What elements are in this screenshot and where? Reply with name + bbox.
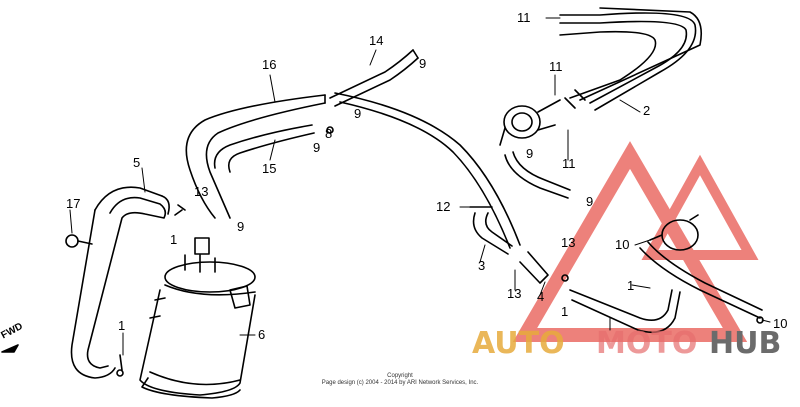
hose-4-icon: [519, 251, 549, 284]
watermark-moto: MOTO: [596, 326, 698, 361]
callout-8: 8: [325, 126, 333, 141]
callout-17: 17: [66, 196, 81, 211]
callout-5: 5: [133, 155, 141, 170]
clip-icon: [116, 126, 764, 377]
callout-2: 2: [643, 103, 651, 118]
watermark-hub: HUB: [709, 326, 782, 361]
callout-3: 3: [478, 258, 486, 273]
callout-12: 12: [436, 199, 451, 214]
callout-16: 16: [262, 57, 277, 72]
copyright-line: Page design (c) 2004 - 2014 by ARI Netwo…: [321, 380, 479, 386]
callout-9: 9: [586, 194, 594, 209]
hose-16-icon: [185, 94, 326, 219]
hose-14-icon: [329, 49, 419, 107]
fwd-arrow-icon: [1, 344, 19, 353]
watermark-logo-icon: [512, 141, 759, 342]
hose-15-icon: [213, 124, 315, 173]
hose-5-icon: [70, 186, 170, 379]
long-hose-icon: [334, 92, 521, 249]
callout-6: 6: [258, 327, 266, 342]
callout-1: 1: [118, 318, 126, 333]
leader-lines: [69, 17, 771, 356]
callout-10: 10: [615, 237, 630, 252]
callout-9: 9: [526, 146, 534, 161]
bolt-17-icon: [65, 234, 93, 248]
callout-9: 9: [419, 56, 427, 71]
callout-9: 9: [354, 106, 362, 121]
hose-2-icon: [559, 7, 703, 111]
copyright-line: Copyright: [387, 373, 413, 379]
callout-11: 11: [562, 156, 576, 171]
callout-1: 1: [170, 232, 178, 247]
hose-3-icon: [469, 206, 513, 255]
callout-9: 9: [237, 219, 245, 234]
callout-10: 10: [773, 316, 788, 331]
callout-13: 13: [194, 184, 209, 199]
callout-9: 9: [313, 140, 321, 155]
callout-11: 11: [517, 10, 531, 25]
callout-14: 14: [369, 33, 384, 48]
hose-9-right-icon: [504, 151, 571, 199]
callout-4: 4: [537, 289, 545, 304]
solenoid-icon: [649, 214, 699, 251]
canister-icon: [139, 237, 256, 399]
callout-15: 15: [262, 161, 277, 176]
callout-1: 1: [627, 278, 635, 293]
hose-lower-right-icon: [569, 289, 681, 334]
valve-icon: [499, 99, 561, 146]
callout-13: 13: [561, 235, 576, 250]
hose-1-right-icon: [639, 241, 763, 319]
watermark-auto: AUTO: [472, 326, 565, 361]
callout-13: 13: [507, 286, 522, 301]
callout-1: 1: [561, 304, 569, 319]
callout-11: 11: [549, 59, 563, 74]
copyright-notice: Copyright Page design (c) 2004 - 2014 by…: [300, 373, 500, 387]
